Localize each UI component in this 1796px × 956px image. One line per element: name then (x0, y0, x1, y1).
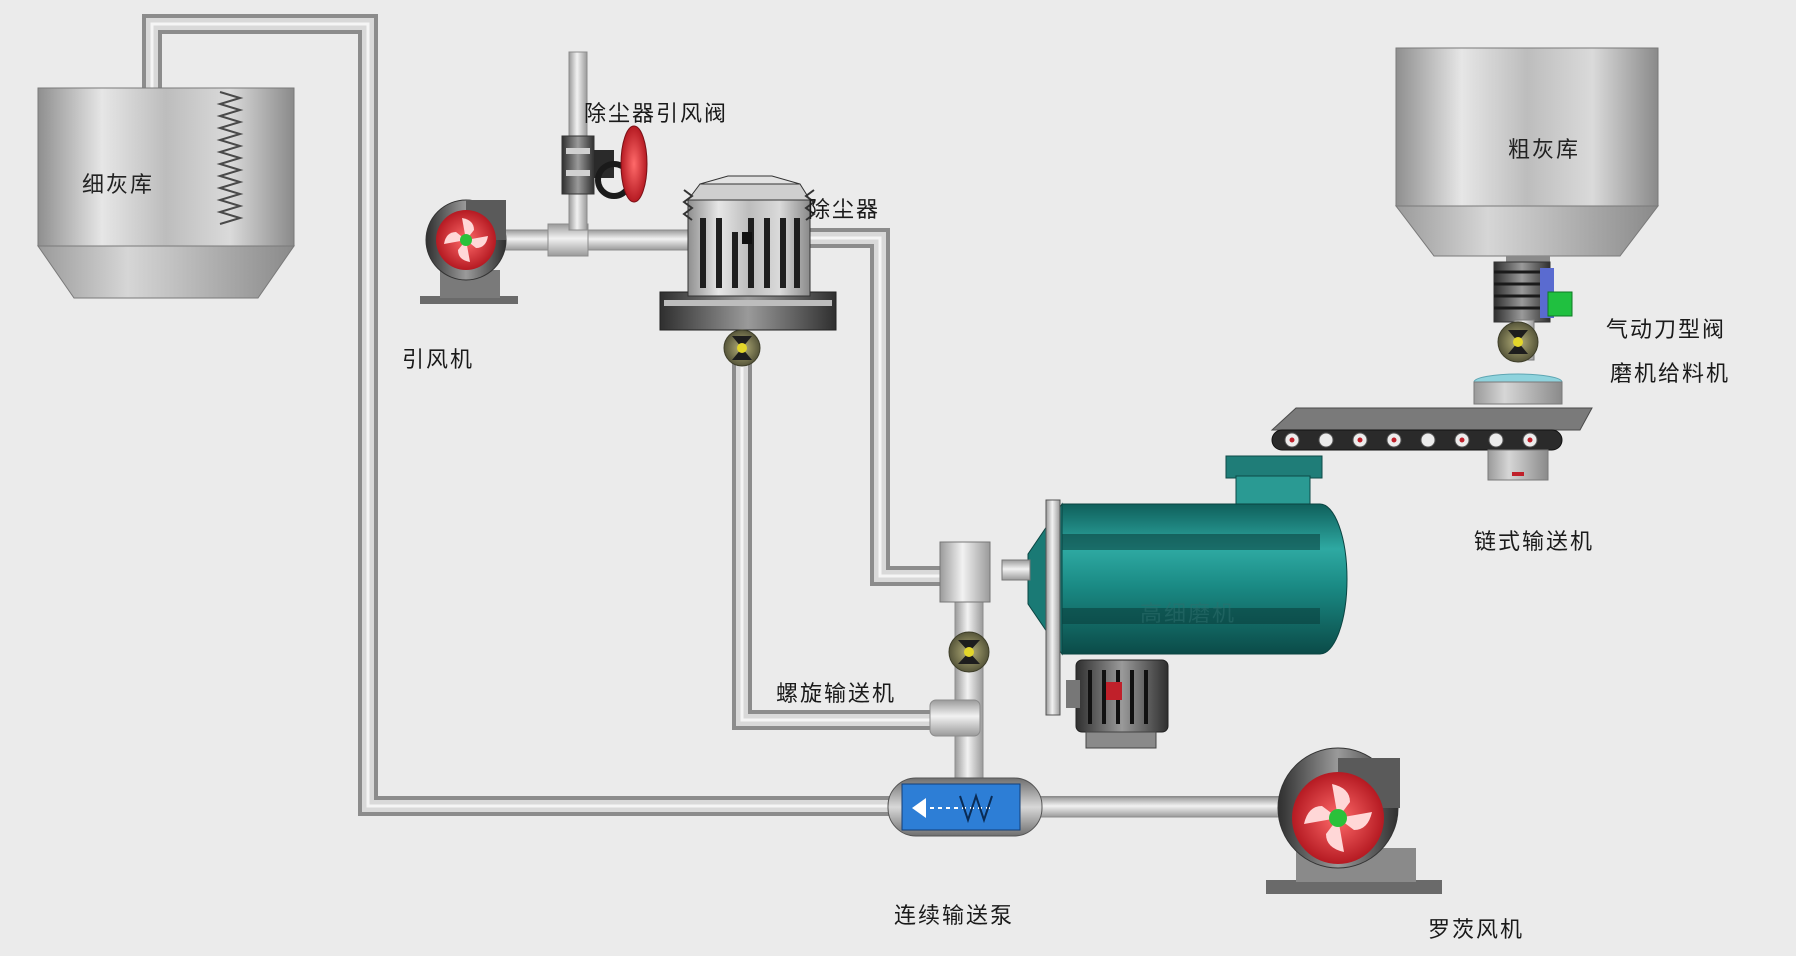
label-mill-feeder: 磨机给料机 (1610, 362, 1731, 387)
induced-draft-fan (420, 199, 518, 304)
roots-blower (1266, 747, 1442, 894)
pneumatic-knife-valve (1493, 261, 1573, 323)
mill-motor (1066, 659, 1169, 749)
indicator-light-icon (1547, 291, 1573, 317)
high-fine-mill (939, 455, 1348, 716)
continuous-conveying-pump (887, 777, 1043, 837)
coil-icon (216, 91, 244, 225)
label-roots-blower: 罗茨风机 (1428, 918, 1525, 943)
label-knife-valve: 气动刀型阀 (1606, 318, 1727, 343)
chain-conveyor (1270, 407, 1593, 481)
label-fine-silo: 细灰库 (82, 173, 155, 198)
label-chain-conveyor: 链式输送机 (1474, 530, 1595, 555)
label-mill: 高细磨机 (1140, 602, 1237, 627)
pipe-network (142, 14, 1291, 818)
dust-collector (659, 175, 837, 367)
label-pump: 连续输送泵 (894, 904, 1015, 929)
valve-disc-icon (620, 125, 648, 203)
label-screw-conveyor: 螺旋输送机 (776, 682, 897, 707)
mill-feeder-valve (1497, 319, 1539, 363)
fine-ash-silo (37, 87, 295, 299)
label-dust-valve: 除尘器引风阀 (584, 102, 729, 127)
mill-feeder (1473, 373, 1563, 405)
dust-collector-fan-valve (561, 125, 648, 203)
label-dust-collector: 除尘器 (808, 198, 881, 223)
coarse-ash-silo (1394, 47, 1660, 266)
label-coarse-silo: 粗灰库 (1508, 138, 1581, 163)
mill-outlet-valve (948, 631, 990, 673)
label-induced-fan: 引风机 (402, 348, 475, 373)
